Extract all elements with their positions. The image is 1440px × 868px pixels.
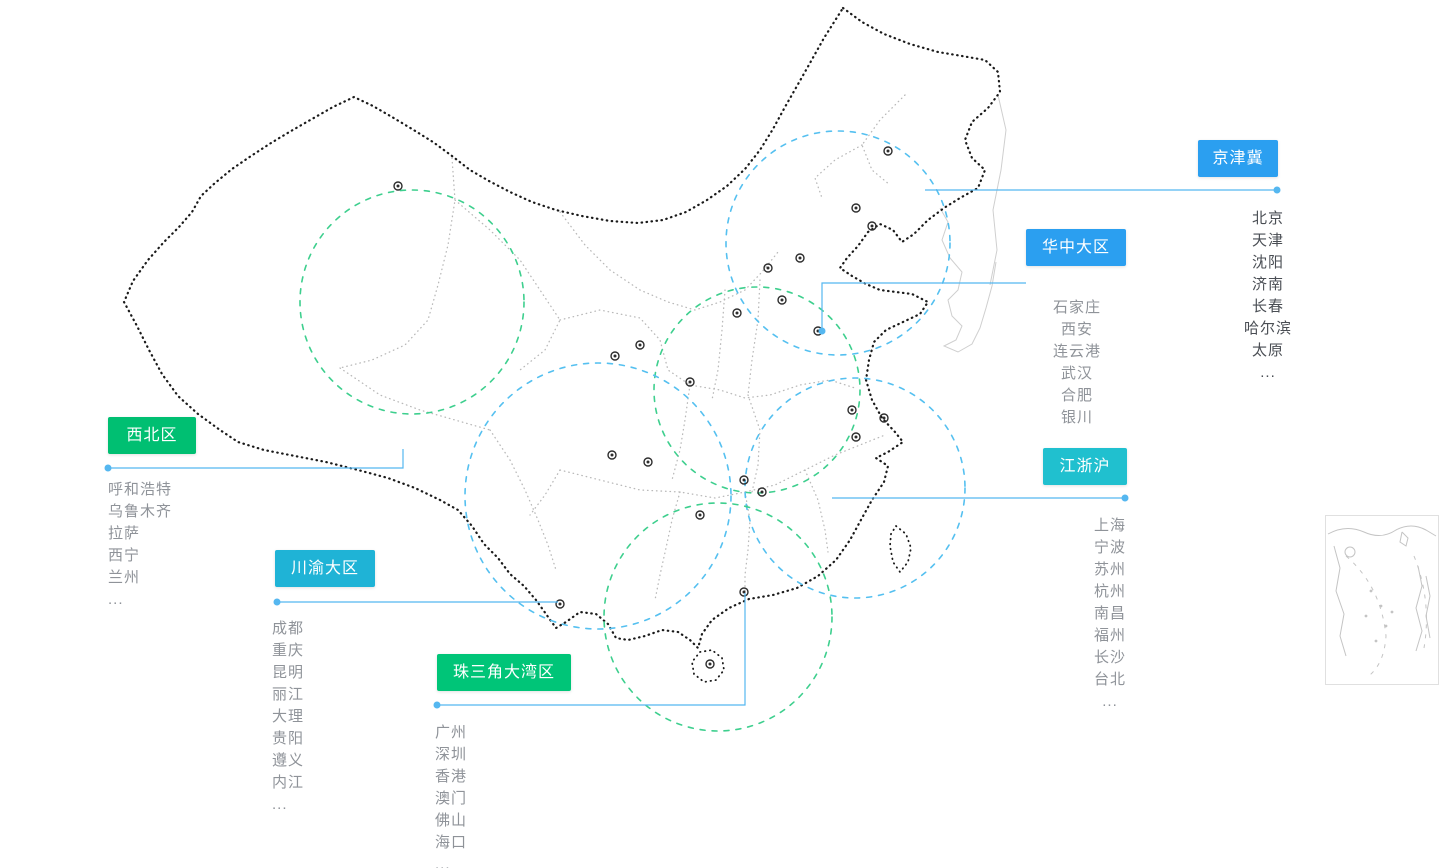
region-tag-xibei[interactable]: 西北区 <box>108 417 196 454</box>
city-item: 乌鲁木齐 <box>108 503 173 520</box>
city-item: 哈尔滨 <box>1243 320 1292 337</box>
city-item: 台北 <box>1093 671 1126 688</box>
city-item: 武汉 <box>1060 365 1093 382</box>
city-item: ... <box>108 591 124 608</box>
province-borders <box>339 94 906 601</box>
city-item: 杭州 <box>1093 583 1126 600</box>
city-item: 成都 <box>272 620 305 637</box>
city-item: 内江 <box>272 774 305 791</box>
connector-xibei <box>108 449 404 469</box>
coverage-circle-jiangzhehu <box>744 377 966 599</box>
city-item: 兰州 <box>108 569 141 586</box>
city-item: ... <box>1260 364 1276 381</box>
city-item: 上海 <box>1093 517 1126 534</box>
coverage-circle-jingjinji <box>725 130 951 356</box>
region-tag-jingjinji[interactable]: 京津冀 <box>1198 140 1278 177</box>
region-city-list-zhusanjiao: 广州深圳香港澳门佛山海口... <box>435 722 575 868</box>
city-item: 太原 <box>1251 342 1284 359</box>
city-item: 宁波 <box>1093 539 1126 556</box>
city-item: 苏州 <box>1093 561 1126 578</box>
city-item: 佛山 <box>435 812 468 829</box>
china-outline <box>122 6 1002 683</box>
connector-huazhong <box>821 282 1026 331</box>
city-item: ... <box>1102 693 1118 710</box>
city-item: ... <box>435 856 451 868</box>
region-city-list-jiangzhehu: 上海宁波苏州杭州南昌福州长沙台北... <box>1055 515 1165 713</box>
region-city-list-huazhong: 石家庄西安连云港武汉合肥银川 <box>1012 297 1142 429</box>
region-tag-chuanyu[interactable]: 川渝大区 <box>275 550 375 587</box>
city-item: 南昌 <box>1093 605 1126 622</box>
region-city-list-xibei: 呼和浩特乌鲁木齐拉萨西宁兰州... <box>108 479 248 611</box>
connector-zhusanjiao <box>437 593 746 706</box>
coverage-circle-xibei <box>299 189 525 415</box>
city-item: 重庆 <box>272 642 305 659</box>
region-tag-jiangzhehu[interactable]: 江浙沪 <box>1043 448 1127 485</box>
city-item: 石家庄 <box>1052 299 1101 316</box>
city-item: 香港 <box>435 768 468 785</box>
city-item: 银川 <box>1060 409 1093 426</box>
city-item: 呼和浩特 <box>108 481 173 498</box>
city-item: ... <box>272 796 288 813</box>
city-item: 澳门 <box>435 790 468 807</box>
city-item: 丽江 <box>272 686 305 703</box>
city-item: 长春 <box>1251 298 1284 315</box>
city-item: 长沙 <box>1093 649 1126 666</box>
connector-endpoint-dots <box>104 186 1281 709</box>
city-item: 沈阳 <box>1251 254 1284 271</box>
region-city-list-jingjinji: 北京天津沈阳济南长春哈尔滨太原... <box>1206 208 1330 384</box>
city-item: 拉萨 <box>108 525 141 542</box>
city-item: 贵阳 <box>272 730 305 747</box>
city-item: 昆明 <box>272 664 305 681</box>
coverage-circle-chuanyu <box>464 362 732 630</box>
region-tag-huazhong[interactable]: 华中大区 <box>1026 229 1126 266</box>
region-city-list-chuanyu: 成都重庆昆明丽江大理贵阳遵义内江... <box>272 618 402 816</box>
city-item: 济南 <box>1251 276 1284 293</box>
coverage-circles <box>299 130 966 732</box>
south-china-sea-inset-map <box>1327 525 1437 679</box>
south-china-sea-inset <box>1325 515 1439 685</box>
coverage-circle-zhusanjiao <box>603 502 833 732</box>
city-item: 连云港 <box>1052 343 1101 360</box>
city-item: 福州 <box>1093 627 1126 644</box>
city-item: 北京 <box>1251 210 1284 227</box>
city-item: 遵义 <box>272 752 305 769</box>
city-item: 大理 <box>272 708 305 725</box>
coverage-circle-huazhong <box>653 286 861 494</box>
city-item: 深圳 <box>435 746 468 763</box>
city-item: 天津 <box>1251 232 1284 249</box>
callout-connectors <box>108 189 1277 706</box>
region-tag-zhusanjiao[interactable]: 珠三角大湾区 <box>437 654 571 691</box>
neighbor-coastline <box>939 94 1007 353</box>
city-markers <box>393 146 893 669</box>
city-item: 西宁 <box>108 547 141 564</box>
city-item: 合肥 <box>1060 387 1093 404</box>
city-item: 西安 <box>1060 321 1093 338</box>
city-item: 海口 <box>435 834 468 851</box>
city-item: 广州 <box>435 724 468 741</box>
